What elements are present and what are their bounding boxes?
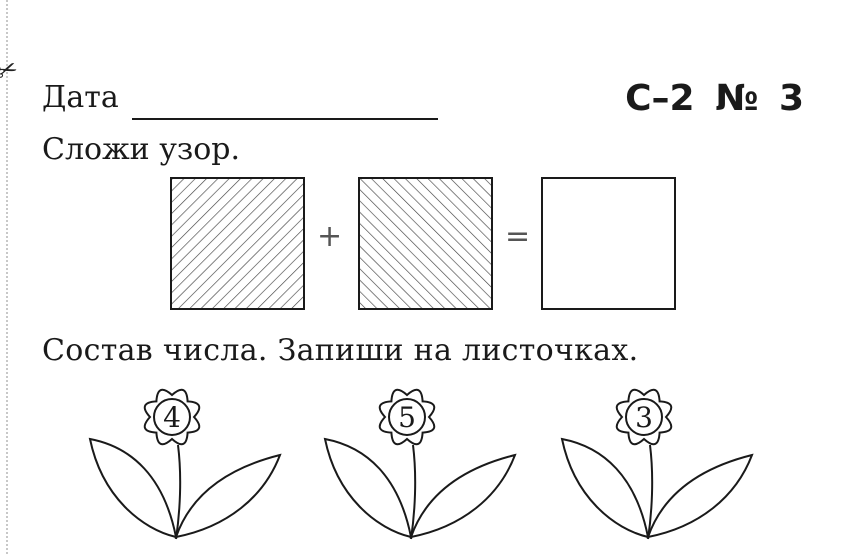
flower-number: 4: [163, 401, 181, 434]
flower-stem: [410, 444, 417, 540]
plus-sign: +: [317, 219, 343, 254]
leaf-left: [560, 437, 650, 539]
leaf-left: [323, 437, 413, 539]
leaf-right: [646, 453, 754, 539]
flower-number: 3: [635, 401, 653, 434]
flower-stem: [175, 444, 182, 540]
flower-center: [625, 398, 663, 436]
worksheet-code: С–2 № 3: [625, 78, 804, 119]
flower-center: [388, 398, 426, 436]
answer-square: [541, 177, 676, 310]
flower-number: 5: [398, 401, 416, 434]
pattern-square-right: [358, 177, 493, 310]
equals-sign: =: [505, 219, 531, 254]
flower: 5: [323, 388, 517, 540]
leaf-right: [409, 453, 517, 539]
pattern-square-left: [170, 177, 305, 310]
flower-center: [153, 398, 191, 436]
leaf-right: [174, 453, 282, 539]
flower: 3: [560, 388, 754, 540]
leaf-left: [88, 437, 178, 539]
date-input-line[interactable]: [132, 118, 438, 120]
date-label: Дата: [42, 80, 119, 115]
task2-instruction: Состав числа. Запиши на листочках.: [42, 333, 639, 368]
task1-instruction: Сложи узор.: [42, 132, 241, 167]
flower-stem: [647, 444, 654, 540]
cut-line: [6, 0, 8, 554]
flower: 4: [88, 388, 282, 540]
